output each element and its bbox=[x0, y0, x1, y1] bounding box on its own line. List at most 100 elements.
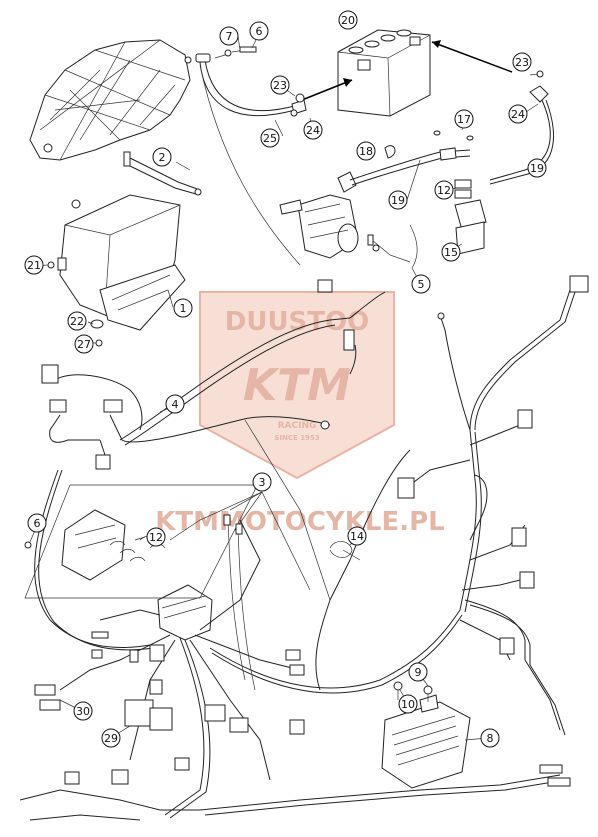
callout-label: 6 bbox=[256, 25, 263, 38]
callout-c14: 14 bbox=[347, 526, 367, 546]
callout-c15: 15 bbox=[441, 242, 461, 262]
callout-label: 7 bbox=[226, 30, 233, 43]
main-harness bbox=[34, 275, 589, 736]
callout-circle bbox=[173, 298, 193, 318]
callout-label: 1 bbox=[180, 302, 187, 315]
callout-c25: 25 bbox=[260, 128, 280, 148]
callout-label: 30 bbox=[76, 705, 90, 718]
callout-circle bbox=[152, 147, 172, 167]
callout-circle bbox=[434, 180, 454, 200]
callout-circle bbox=[249, 21, 269, 41]
relay-drawing bbox=[454, 179, 487, 255]
callout-label: 29 bbox=[104, 732, 118, 745]
watermark-sub2: SINCE 1953 bbox=[274, 434, 319, 442]
callout-circle bbox=[480, 728, 500, 748]
callout-circle bbox=[101, 728, 121, 748]
watermark-site: KTMMOTOCYKLE.PL bbox=[155, 507, 444, 537]
frame-drawing bbox=[29, 39, 192, 161]
part-3-wires bbox=[169, 419, 331, 691]
callout-circle bbox=[303, 120, 323, 140]
callout-c12a: 12 bbox=[434, 180, 454, 200]
lower-harness-bundle bbox=[19, 519, 571, 821]
callout-label: 10 bbox=[401, 698, 415, 711]
part-14-tie bbox=[329, 541, 361, 561]
callout-c20: 20 bbox=[338, 10, 358, 30]
callout-circle bbox=[146, 527, 166, 547]
callout-circle bbox=[411, 274, 431, 294]
watermark-sub1: RACING bbox=[278, 421, 317, 431]
callout-label: 19 bbox=[530, 162, 544, 175]
callout-c21: 21 bbox=[24, 255, 44, 275]
callout-c7: 7 bbox=[219, 26, 239, 46]
callout-c4: 4 bbox=[165, 394, 185, 414]
callout-label: 18 bbox=[359, 145, 373, 158]
callout-circle bbox=[67, 311, 87, 331]
part-1-tray bbox=[57, 194, 186, 331]
callout-c19a: 19 bbox=[388, 190, 408, 210]
callout-label: 8 bbox=[487, 732, 494, 745]
arrow-to-battery-right bbox=[431, 41, 513, 73]
battery-cables bbox=[195, 46, 554, 266]
callout-label: 2 bbox=[159, 151, 166, 164]
callout-c3: 3 bbox=[252, 472, 272, 492]
callout-circle bbox=[219, 26, 239, 46]
callout-c30: 30 bbox=[73, 701, 93, 721]
inset-box bbox=[24, 484, 256, 599]
callout-c6b: 6 bbox=[27, 513, 47, 533]
callout-circle bbox=[27, 513, 47, 533]
callout-circle bbox=[270, 75, 290, 95]
callout-label: 21 bbox=[27, 259, 41, 272]
callout-c24b: 24 bbox=[508, 104, 528, 124]
watermark-brand-main: KTM bbox=[243, 360, 351, 411]
callout-c12b: 12 bbox=[146, 527, 166, 547]
callout-c19b: 19 bbox=[527, 158, 547, 178]
starter-motor-drawing bbox=[279, 147, 471, 269]
callout-circle bbox=[508, 104, 528, 124]
callout-label: 3 bbox=[259, 476, 266, 489]
regulator-drawing bbox=[381, 681, 471, 789]
ktm-watermark: DUUSTOO KTM RACING SINCE 1953 KTMMOTOCYK… bbox=[155, 291, 445, 537]
callout-circle bbox=[73, 701, 93, 721]
callout-c6a: 6 bbox=[249, 21, 269, 41]
callout-circle bbox=[356, 141, 376, 161]
callout-label: 9 bbox=[415, 666, 422, 679]
callout-label: 14 bbox=[350, 530, 364, 543]
callout-c8: 8 bbox=[480, 728, 500, 748]
arrow-head-left bbox=[343, 78, 352, 87]
arrow-to-battery-left bbox=[301, 79, 353, 101]
callout-circle bbox=[74, 334, 94, 354]
part-21-22-27-drawing bbox=[47, 261, 104, 347]
callout-c10: 10 bbox=[398, 694, 418, 714]
part-4-harness bbox=[41, 279, 386, 470]
part-2-drawing bbox=[123, 151, 202, 196]
small-fasteners-top bbox=[290, 93, 474, 159]
callout-label: 17 bbox=[457, 113, 471, 126]
callout-label: 6 bbox=[34, 517, 41, 530]
callout-c5: 5 bbox=[411, 274, 431, 294]
callout-circle bbox=[388, 190, 408, 210]
callout-c23b: 23 bbox=[512, 52, 532, 72]
callout-c18: 18 bbox=[356, 141, 376, 161]
callout-circle bbox=[398, 694, 418, 714]
battery-drawing bbox=[337, 29, 431, 117]
callout-label: 24 bbox=[511, 108, 525, 121]
callout-circle bbox=[347, 526, 367, 546]
callout-circle bbox=[338, 10, 358, 30]
callout-c17: 17 bbox=[454, 109, 474, 129]
callout-circle bbox=[408, 662, 428, 682]
callout-c22: 22 bbox=[67, 311, 87, 331]
callout-circle bbox=[441, 242, 461, 262]
arrow-head-right bbox=[432, 40, 441, 48]
callout-circle bbox=[24, 255, 44, 275]
callout-c24a: 24 bbox=[303, 120, 323, 140]
callout-label: 23 bbox=[515, 56, 529, 69]
callout-label: 12 bbox=[149, 531, 163, 544]
callout-c1: 1 bbox=[173, 298, 193, 318]
callout-label: 5 bbox=[418, 278, 425, 291]
callout-circle bbox=[454, 109, 474, 129]
callout-circle bbox=[260, 128, 280, 148]
callout-circle bbox=[512, 52, 532, 72]
callout-c2: 2 bbox=[152, 147, 172, 167]
